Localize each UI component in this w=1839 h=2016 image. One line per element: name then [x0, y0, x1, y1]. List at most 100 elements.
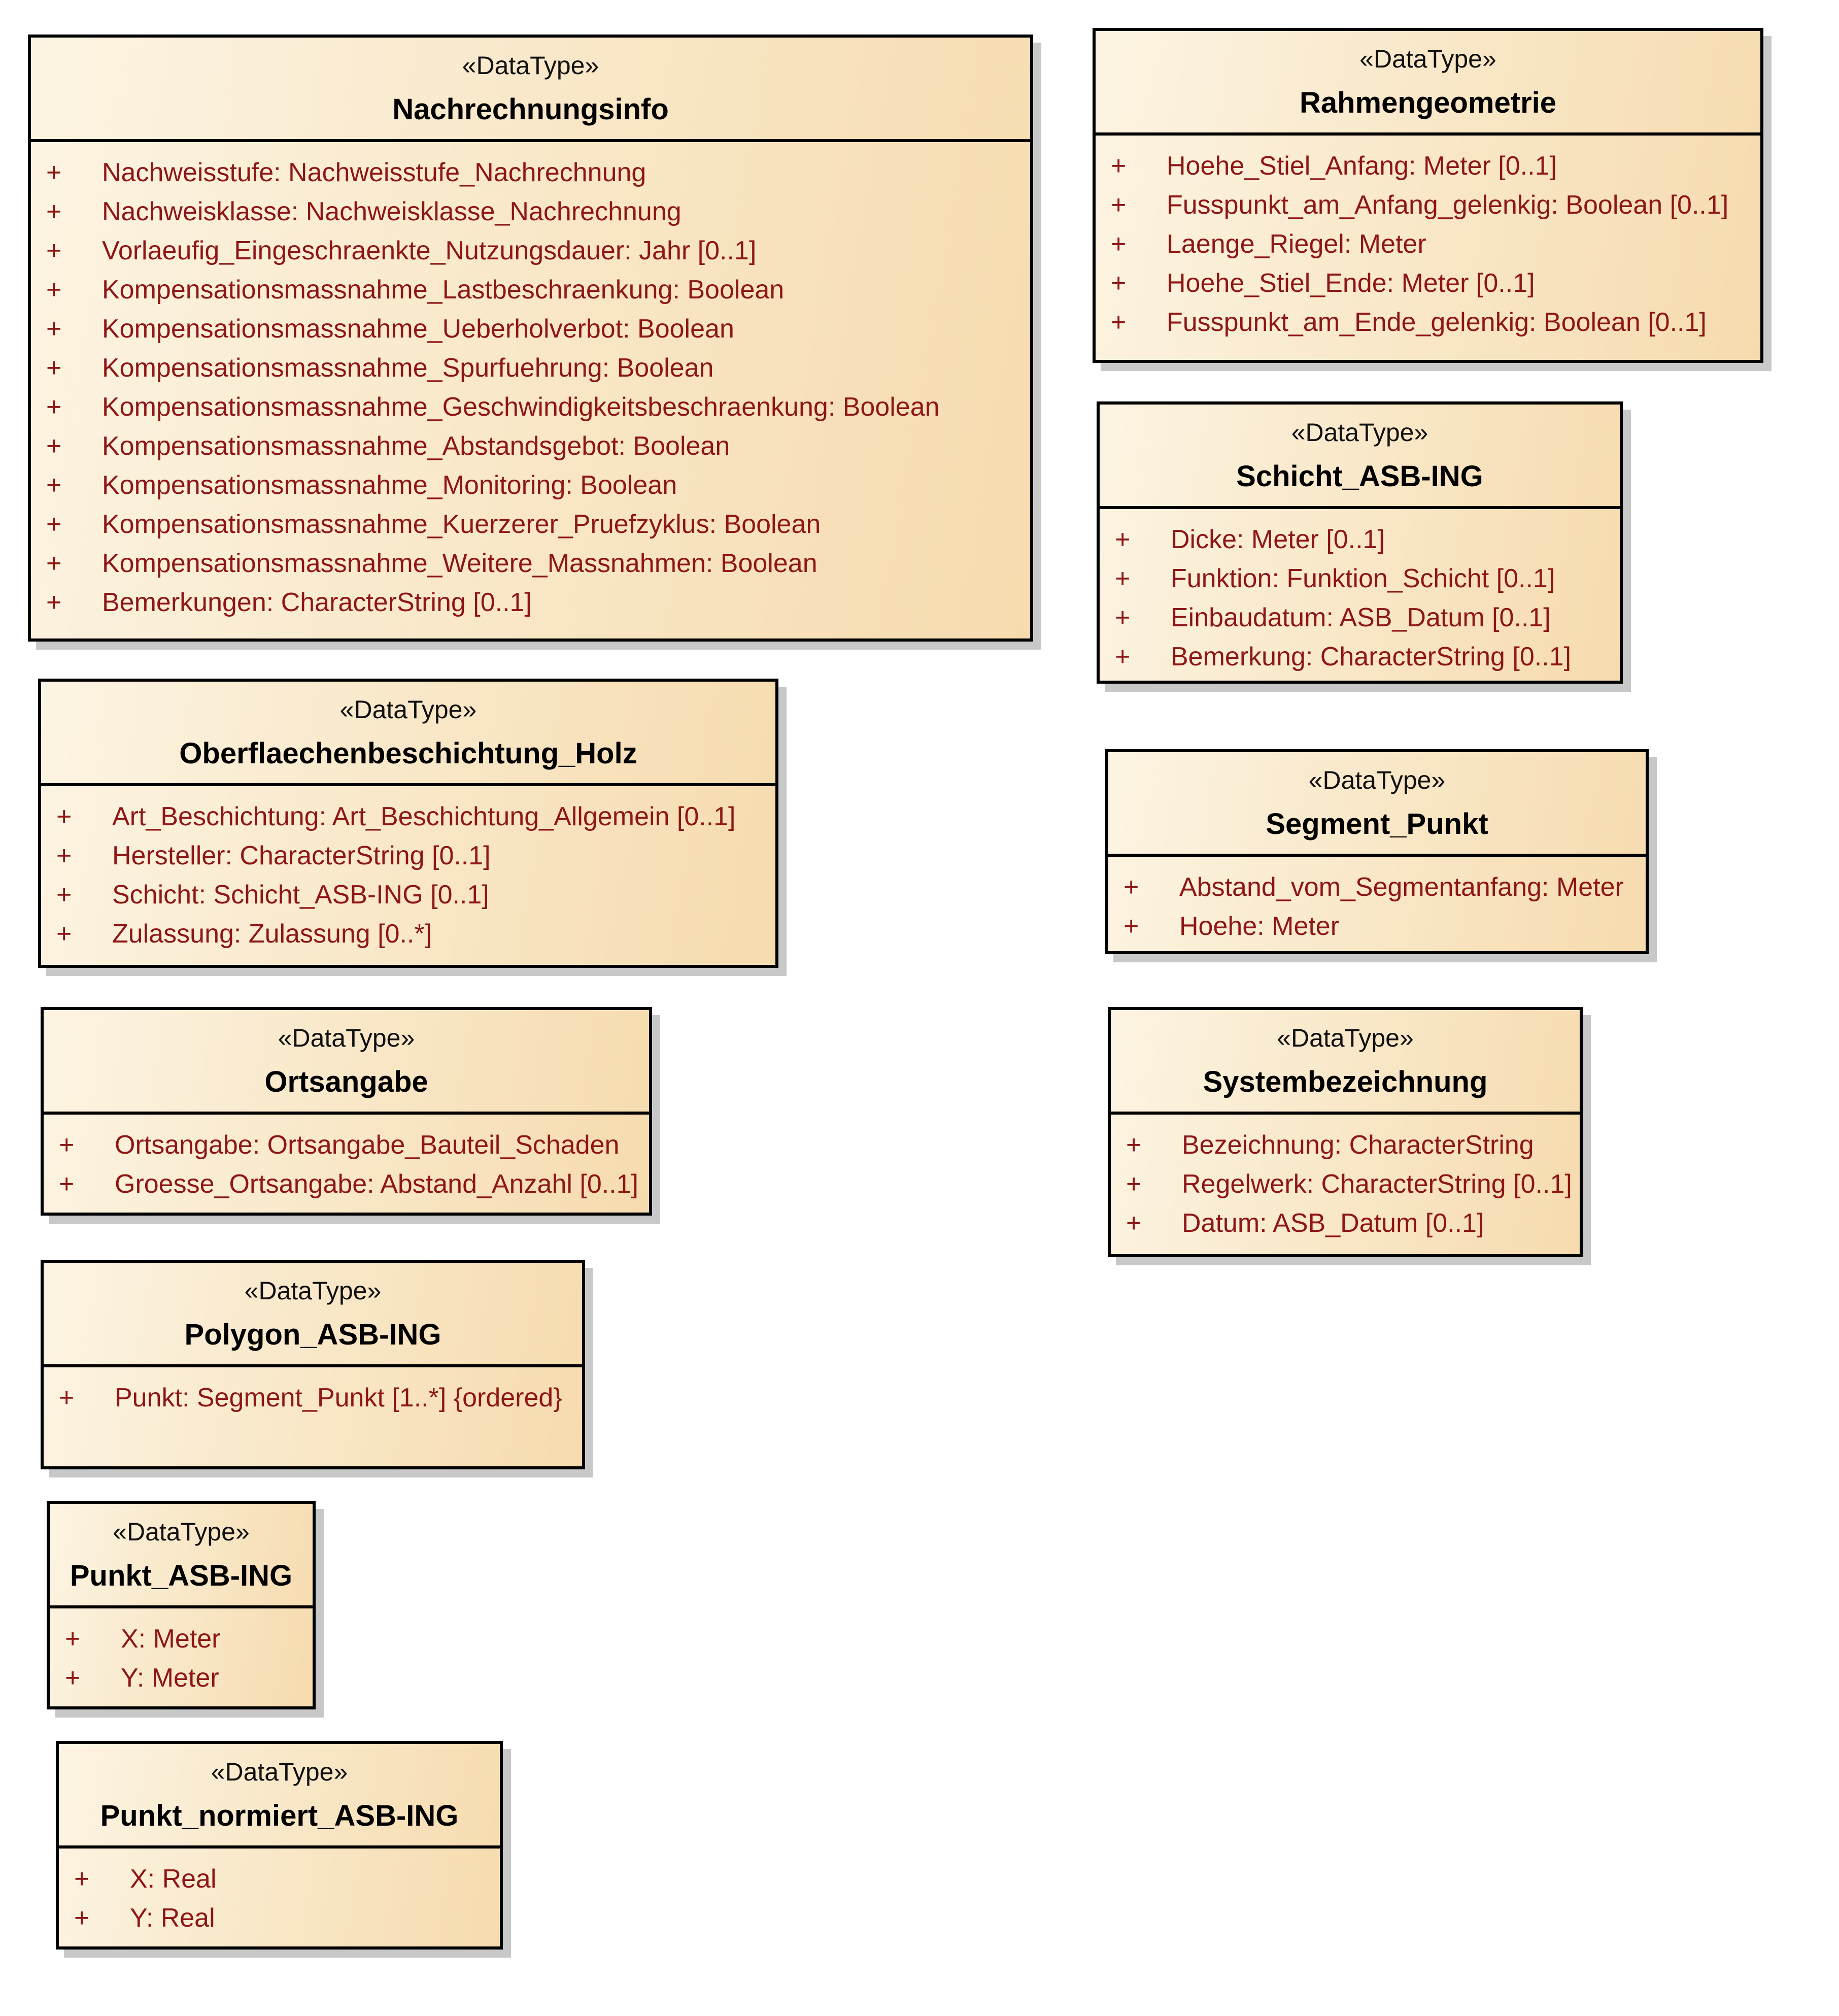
attribute-compartment: + Art_Beschichtung: Art_Beschichtung_Allg… [41, 786, 775, 954]
stereotype-label: «DataType» [244, 1276, 382, 1305]
attribute-text: Vorlaeufig_Eingeschraenkte_Nutzungsdauer… [102, 236, 757, 265]
attribute-text: Punkt: Segment_Punkt [1..*] {ordered} [115, 1383, 562, 1413]
visibility-marker: + [65, 1663, 81, 1693]
attribute-row: +Ortsangabe: Ortsangabe_Bauteil_Schaden [59, 1126, 640, 1165]
class-name: Polygon_ASB-ING [184, 1318, 441, 1351]
visibility-marker: + [56, 841, 72, 870]
attribute-row: + Kompensationsmassnahme_Geschwindigkeits… [46, 388, 1021, 427]
visibility-marker: + [1111, 151, 1127, 181]
class-name: Ortsangabe [264, 1065, 428, 1098]
stereotype-label: «DataType» [1291, 418, 1428, 447]
attribute-text: Nachweisklasse: Nachweisklasse_Nachrechn… [102, 197, 682, 226]
visibility-marker: + [59, 1383, 75, 1413]
attribute-text: X: Meter [121, 1624, 221, 1654]
attribute-text: Laenge_Riegel: Meter [1167, 229, 1426, 259]
stereotype-label: «DataType» [1308, 765, 1446, 794]
class-name: Rahmengeometrie [1299, 86, 1557, 119]
attribute-compartment: + Nachweisstufe: Nachweisstufe_Nachrechnu… [31, 142, 1030, 622]
class-name: Punkt_ASB-ING [70, 1559, 293, 1592]
attribute-text: Funktion: Funktion_Schicht [0..1] [1171, 564, 1555, 593]
attribute-text: Schicht: Schicht_ASB-ING [0..1] [112, 880, 489, 910]
visibility-marker: + [46, 549, 62, 578]
attribute-row: + X: Meter [65, 1620, 303, 1659]
attribute-row: + Vorlaeufig_Eingeschraenkte_Nutzungsdaue… [46, 231, 1021, 271]
attribute-row: +Funktion: Funktion_Schicht [0..1] [1115, 559, 1611, 598]
attribute-row: +Y: Meter [65, 1659, 303, 1698]
attribute-row: +Kompensationsmassnahme_Kuerzerer_Pruefz… [46, 505, 1021, 544]
class-box-nachrechnungsinfo[interactable]: «DataType»Nachrechnungsinfo + Nachweisstuf… [28, 35, 1033, 642]
attribute-text: Bezeichnung: CharacterString [1182, 1130, 1534, 1160]
attribute-text: Ortsangabe: Ortsangabe_Bauteil_Schaden [115, 1130, 620, 1160]
class-header: «DataType»Ortsangabe [44, 1010, 649, 1115]
attribute-row: +Hersteller: CharacterString [0..1] [56, 836, 766, 876]
attribute-row: +Fusspunkt_am_Anfang_gelenkig: Boolean [… [1111, 186, 1751, 225]
class-name: Systembezeichnung [1203, 1065, 1488, 1098]
attribute-row: +Fusspunkt_am_Ende_gelenkig: Boolean [0.… [1111, 303, 1751, 342]
class-box-punkt_asb_ing[interactable]: «DataType» Punkt_ASB-ING + X: Meter +Y: Mete… [47, 1501, 316, 1709]
visibility-marker: + [1111, 308, 1127, 337]
class-box-rahmengeometrie[interactable]: «DataType» Rahmengeometrie + Hoehe_Stiel_An… [1093, 28, 1763, 363]
stereotype-label: «DataType» [211, 1757, 348, 1786]
attribute-text: Kompensationsmassnahme_Ueberholverbot: B… [102, 314, 734, 344]
attribute-text: Kompensationsmassnahme_Abstandsgebot: Bo… [102, 431, 730, 461]
attribute-text: Regelwerk: CharacterString [0..1] [1182, 1169, 1572, 1199]
attribute-row: + Hoehe_Stiel_Anfang: Meter [0..1] [1111, 147, 1751, 186]
attribute-row: +Dicke: Meter [0..1] [1115, 520, 1611, 559]
attribute-text: Bemerkung: CharacterString [0..1] [1171, 642, 1572, 671]
stereotype-label: «DataType» [113, 1517, 250, 1546]
visibility-marker: + [1126, 1208, 1142, 1238]
class-box-oberflaechenbeschichtung_holz[interactable]: «DataType»Oberflaechenbeschichtung_Holz+… [38, 679, 778, 968]
attribute-row: + Punkt: Segment_Punkt [1..*] {ordered} [59, 1379, 573, 1418]
class-box-ortsangabe[interactable]: «DataType»Ortsangabe +Ortsangabe: Ortsang… [41, 1007, 652, 1216]
class-box-punkt_normiert_asb_ing[interactable]: «DataType»Punkt_normiert_ASB-ING+X: Real… [56, 1741, 503, 1950]
visibility-marker: + [46, 314, 62, 344]
class-header: «DataType»Punkt_normiert_ASB-ING [59, 1744, 500, 1849]
attribute-compartment: +X: Real+Y: Real [59, 1849, 500, 1938]
attribute-row: +Bemerkungen: CharacterString [0..1] [46, 583, 1021, 622]
attribute-compartment: +Dicke: Meter [0..1]+Funktion: Funktion_… [1100, 509, 1620, 677]
attribute-row: +Hoehe_Stiel_Ende: Meter [0..1] [1111, 264, 1751, 303]
attribute-text: Hoehe: Meter [1179, 912, 1340, 941]
class-box-schicht_asb_ing[interactable]: «DataType»Schicht_ASB-ING+Dicke: Meter [… [1097, 401, 1623, 684]
visibility-marker: + [65, 1624, 81, 1654]
visibility-marker: + [1111, 229, 1127, 259]
class-header: «DataType»Systembezeichnung [1111, 1010, 1580, 1115]
visibility-marker: + [46, 392, 62, 422]
attribute-text: Abstand_vom_Segmentanfang: Meter [1179, 872, 1624, 902]
class-name: Nachrechnungsinfo [392, 92, 669, 126]
visibility-marker: + [56, 802, 72, 831]
attribute-row: + Kompensationsmassnahme_Ueberholverbot: … [46, 310, 1021, 349]
visibility-marker: + [1115, 603, 1131, 632]
attribute-text: Kompensationsmassnahme_Geschwindigkeitsb… [102, 392, 940, 422]
attribute-text: Y: Real [130, 1903, 215, 1933]
visibility-marker: + [46, 236, 62, 265]
class-box-segment_punkt[interactable]: «DataType»Segment_Punkt+Abstand_vom_Segm… [1105, 749, 1649, 954]
attribute-row: +Kompensationsmassnahme_Abstandsgebot: B… [46, 427, 1021, 466]
visibility-marker: + [1123, 872, 1139, 902]
attribute-text: Zulassung: Zulassung [0..*] [112, 919, 432, 949]
attribute-row: +Y: Real [74, 1899, 491, 1938]
class-box-systembezeichnung[interactable]: «DataType»Systembezeichnung + Bezeichnung:… [1108, 1007, 1583, 1257]
visibility-marker: + [46, 158, 62, 187]
attribute-row: +Bemerkung: CharacterString [0..1] [1115, 637, 1611, 677]
attribute-text: Datum: ASB_Datum [0..1] [1182, 1208, 1484, 1238]
class-header: «DataType» Polygon_ASB-ING [44, 1263, 582, 1367]
attribute-row: +X: Real [74, 1860, 491, 1899]
attribute-compartment: +Hoehe_Stiel_Anfang: Meter [0..1]+Fusspu… [1096, 136, 1760, 342]
attribute-text: Hoehe_Stiel_Anfang: Meter [0..1] [1167, 151, 1557, 181]
attribute-text: Art_Beschichtung: Art_Beschichtung_Allge… [112, 802, 736, 831]
attribute-row: +Kompensationsmassnahme_Weitere_Massnahm… [46, 544, 1021, 583]
attribute-row: + Nachweisstufe: Nachweisstufe_Nachrechnu… [46, 153, 1021, 192]
attribute-row: +Einbaudatum: ASB_Datum [0..1] [1115, 598, 1611, 637]
attribute-row: +Groesse_Ortsangabe: Abstand_Anzahl [0..… [59, 1165, 640, 1204]
attribute-text: X: Real [130, 1864, 217, 1894]
attribute-text: Kompensationsmassnahme_Kuerzerer_Pruefzy… [102, 510, 821, 539]
stereotype-label: «DataType» [1359, 44, 1496, 73]
attribute-row: + Art_Beschichtung: Art_Beschichtung_Allg… [56, 797, 766, 836]
attribute-text: Nachweisstufe: Nachweisstufe_Nachrechnun… [102, 158, 646, 187]
attribute-row: +Schicht: Schicht_ASB-ING [0..1] [56, 876, 766, 915]
class-header: «DataType»Nachrechnungsinfo [31, 38, 1030, 142]
class-box-polygon_asb_ing[interactable]: «DataType» Polygon_ASB-ING + Punkt: Segment… [41, 1260, 585, 1469]
attribute-text: Fusspunkt_am_Anfang_gelenkig: Boolean [0… [1167, 190, 1729, 220]
visibility-marker: + [46, 588, 62, 617]
